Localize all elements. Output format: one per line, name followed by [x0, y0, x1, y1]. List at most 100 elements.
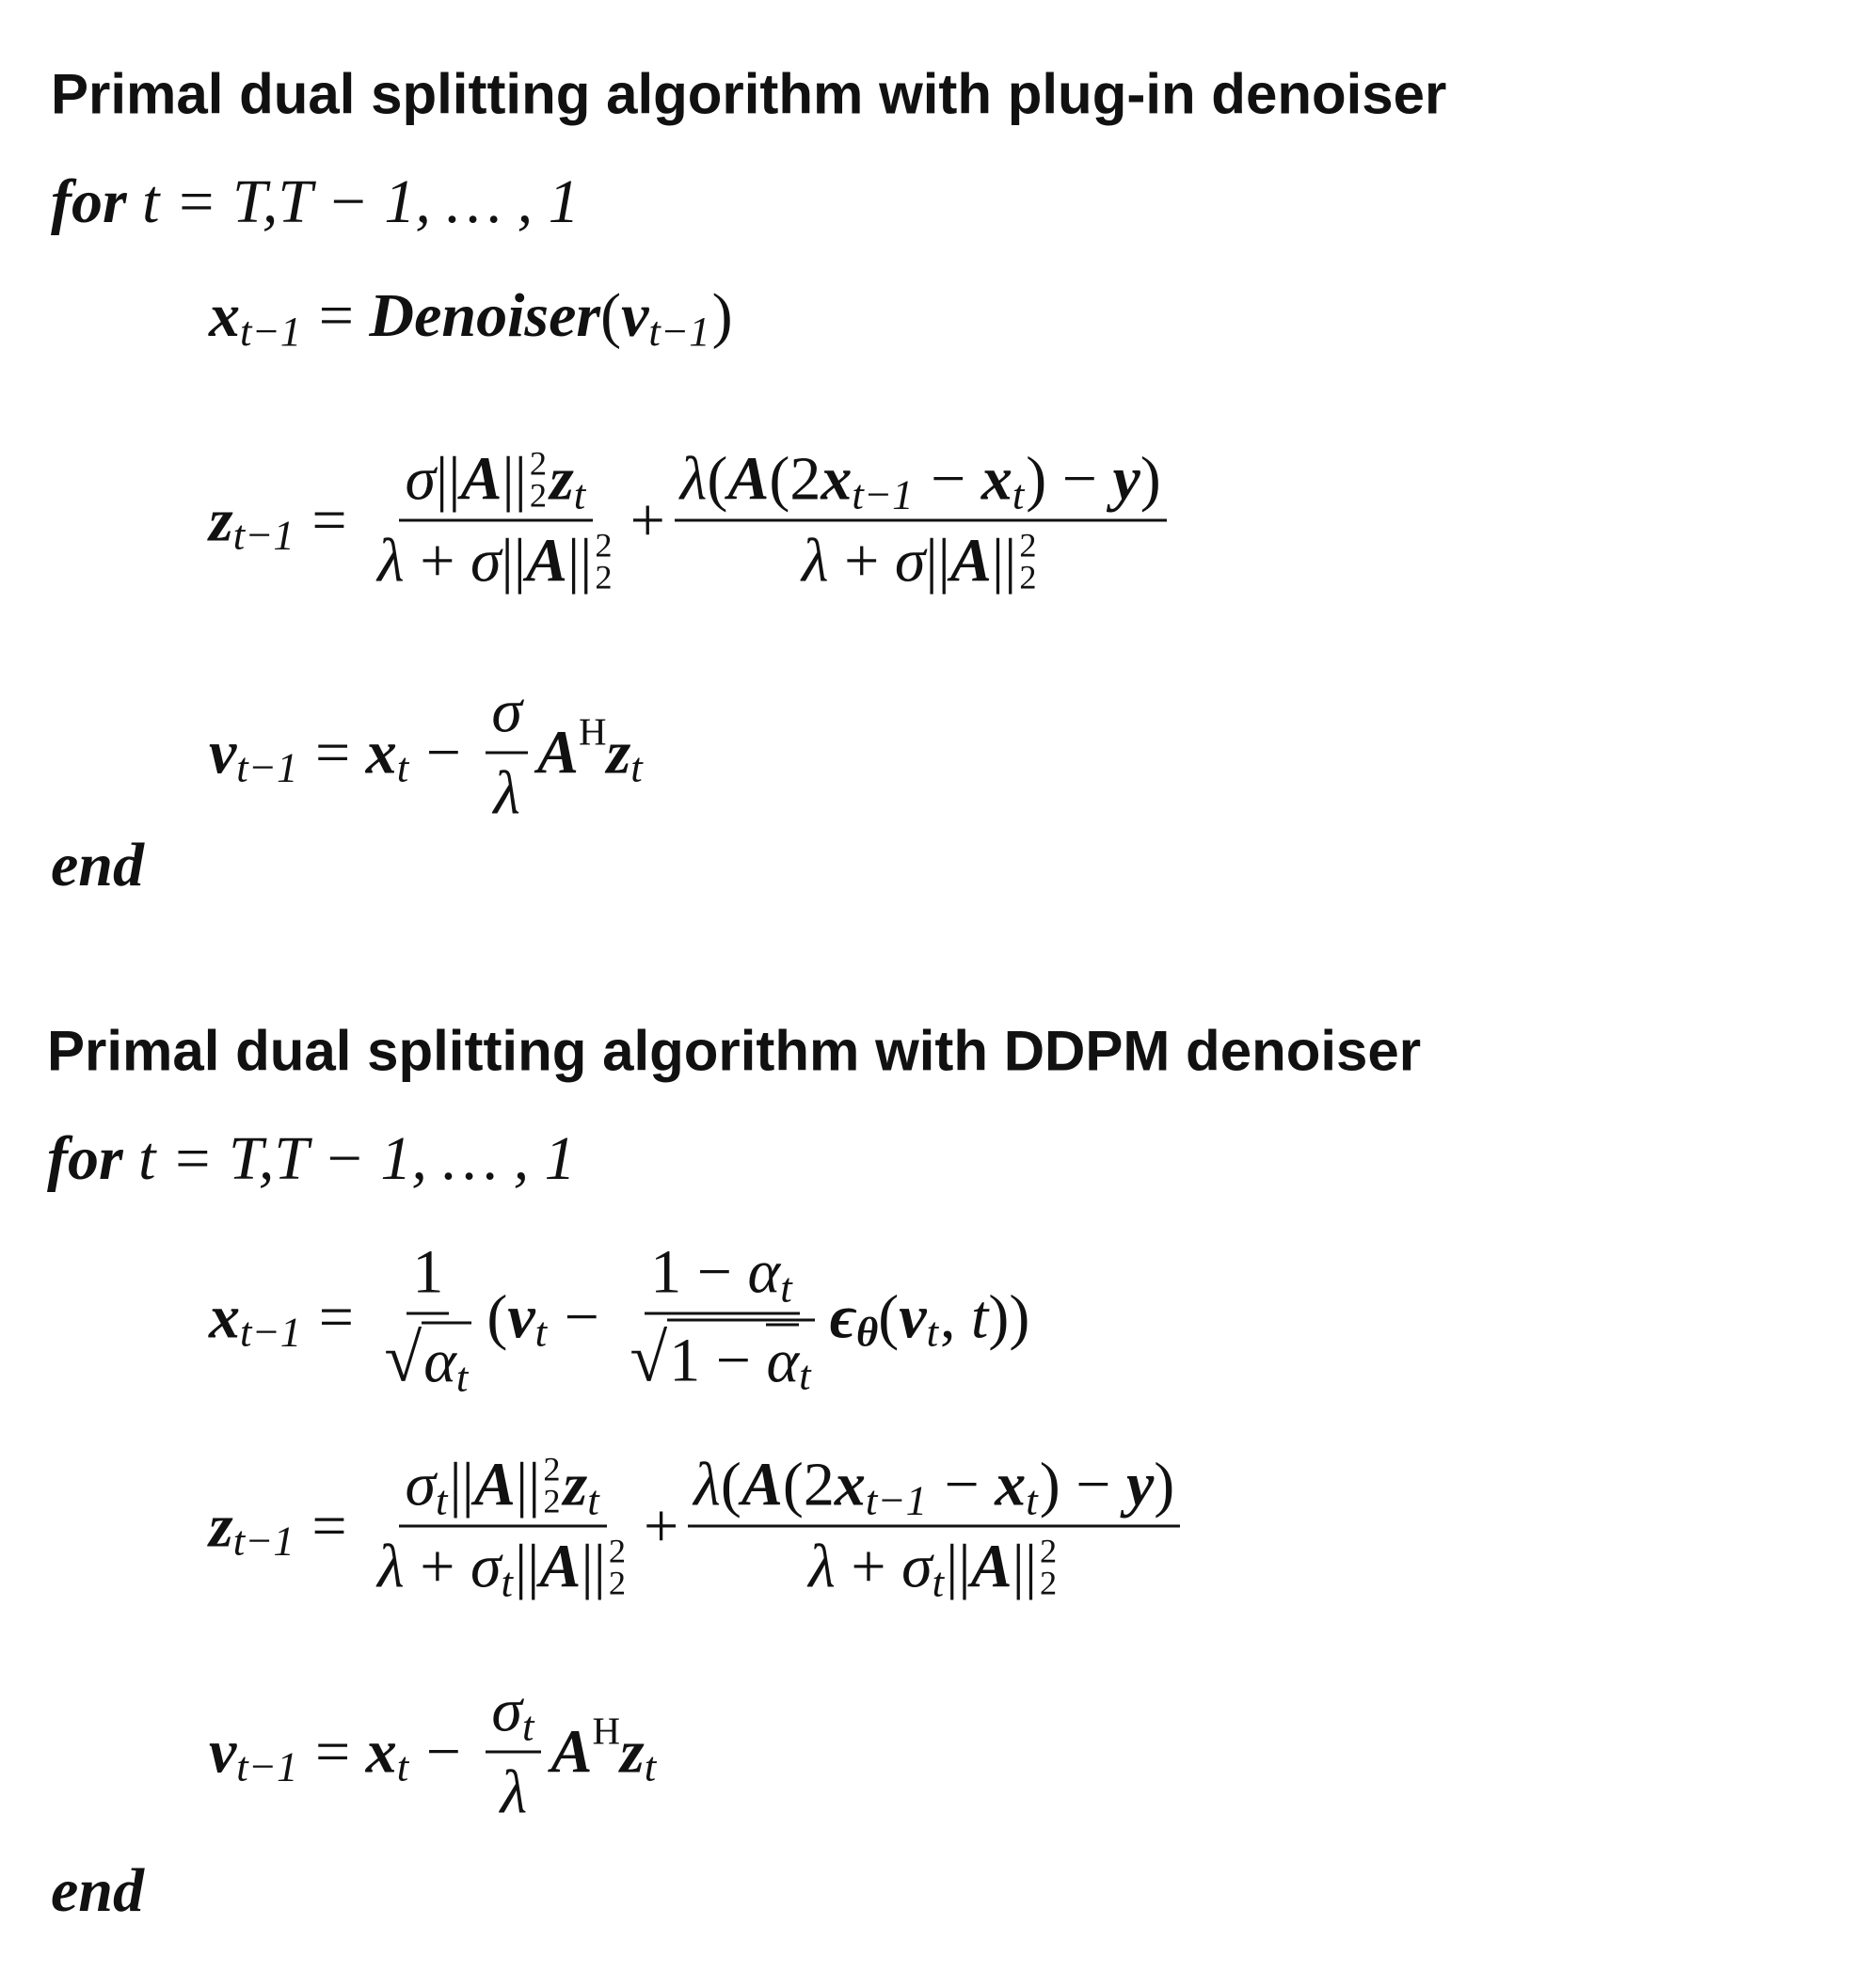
math-operator: − [410, 718, 477, 787]
math-operator: + [835, 1532, 902, 1601]
subscript: t [644, 1742, 657, 1790]
loop-range: t = T,T − 1, … , 1 [122, 1124, 576, 1193]
math-operator: = [303, 1282, 370, 1351]
math-operator: || [502, 444, 527, 514]
superscript: 2 [608, 1532, 627, 1570]
math-symbol: v [209, 718, 237, 787]
superscript: 2 [1019, 526, 1037, 565]
math-operator: − [915, 444, 981, 514]
math-operator: − [549, 1282, 615, 1351]
subscript: t−1 [236, 1742, 298, 1790]
algorithm-2-for-line: for t = T,T − 1, … , 1 [47, 1123, 576, 1195]
subscript: t [573, 470, 586, 518]
math-operator: = [299, 1717, 366, 1786]
math-operator: + [828, 526, 895, 596]
subscript: t [587, 1476, 599, 1524]
math-symbol: σ [405, 444, 436, 514]
subscript: 2 [608, 1564, 627, 1602]
math-symbol: z [620, 1717, 645, 1786]
math-operator: || [501, 526, 526, 596]
math-symbol: v [209, 1717, 237, 1786]
math-operator: + [644, 1491, 679, 1560]
loop-range: t = T,T − 1, … , 1 [126, 167, 580, 236]
math-operator: 1 [412, 1237, 444, 1307]
math-operator: + [404, 1532, 470, 1601]
math-symbol: α [747, 1237, 781, 1307]
math-symbol: x [980, 444, 1012, 514]
math-symbol: A [460, 444, 502, 514]
math-operator: = [295, 485, 363, 554]
math-symbol: A [949, 526, 992, 596]
subscript: 2 [543, 1482, 561, 1520]
subscript: θ [855, 1308, 879, 1356]
math-operator: ) [711, 281, 733, 350]
for-keyword: for [47, 1124, 123, 1193]
math-operator: + [630, 485, 665, 554]
math-symbol: Denoiser [369, 281, 601, 350]
subscript: 2 [1019, 558, 1037, 596]
subscript: t [1012, 470, 1025, 518]
math-operator: || [1012, 1532, 1038, 1601]
math-operator: ( [707, 444, 728, 514]
math-symbol: A [970, 1532, 1012, 1601]
subscript: t [932, 1558, 945, 1606]
math-symbol: A [741, 1450, 783, 1519]
math-symbol: σ [470, 1532, 502, 1601]
subscript: t−1 [648, 307, 710, 355]
math-operator: || [436, 444, 461, 514]
math-symbol: σ [491, 1676, 522, 1745]
denominator: λ [495, 1754, 534, 1829]
math-symbol: σ [901, 1532, 932, 1601]
subscript: t [455, 1353, 469, 1401]
superscript: H [592, 1710, 621, 1752]
subscript: t [1026, 1476, 1038, 1524]
math-symbol: x [209, 281, 240, 350]
math-symbol: σ [491, 676, 522, 746]
math-symbol: λ [377, 1532, 405, 1601]
subscript: t−1 [240, 1308, 302, 1356]
superscript: 2 [1040, 1532, 1058, 1570]
math-symbol: σ [894, 526, 926, 596]
math-operator: ( [486, 1282, 508, 1351]
math-symbol: λ [493, 758, 520, 828]
math-symbol: λ [693, 1450, 721, 1519]
math-symbol: t [971, 1282, 989, 1351]
math-operator: − [410, 1717, 477, 1786]
numerator: σ [486, 676, 528, 755]
math-operator: + [404, 526, 470, 596]
math-operator: || [566, 526, 593, 596]
algorithm-1-for-line: for t = T,T − 1, … , 1 [51, 167, 580, 238]
math-symbol: A [550, 1717, 593, 1786]
math-operator: ) [1140, 444, 1161, 514]
subscript: t−1 [240, 307, 302, 355]
subscript: t [436, 1476, 448, 1524]
math-symbol: z [209, 485, 233, 554]
math-operator: (2 [782, 1450, 835, 1519]
numerator: 1 [406, 1237, 450, 1315]
math-operator: ( [600, 281, 622, 350]
math-operator: || [991, 526, 1017, 596]
subscript: t [396, 1742, 409, 1790]
math-symbol: z [209, 1491, 233, 1560]
math-symbol: α [423, 1327, 456, 1396]
